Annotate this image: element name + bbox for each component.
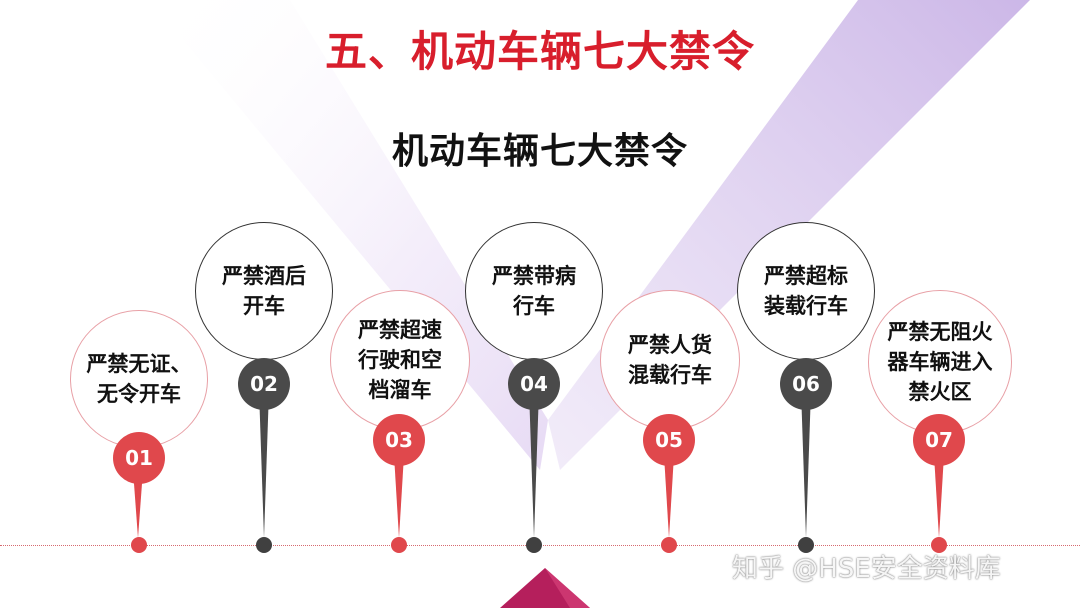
watermark: 知乎 @HSE安全资料库: [732, 554, 1001, 584]
timeline-dot-02: [256, 537, 272, 553]
prohibition-bubble-04: 严禁带病 行车: [465, 222, 603, 360]
timeline-dot-01: [131, 537, 147, 553]
prohibition-text-01: 严禁无证、 无令开车: [86, 352, 192, 406]
timeline-dot-05: [661, 537, 677, 553]
prohibition-text-02: 严禁酒后 开车: [222, 264, 306, 318]
timeline-dot-06: [798, 537, 814, 553]
prohibition-bubble-07: 严禁无阻火 器车辆进入 禁火区: [868, 290, 1012, 434]
prohibition-bubble-03: 严禁超速 行驶和空 档溜车: [330, 290, 470, 430]
pin-badge-07: 07: [913, 414, 965, 466]
pin-badge-02: 02: [238, 358, 290, 410]
pin-stem-06: [801, 390, 811, 538]
page-title: 五、机动车辆七大禁令: [324, 27, 755, 76]
pin-stem-02: [259, 390, 269, 538]
pin-badge-01: 01: [113, 432, 165, 484]
prohibition-bubble-01: 严禁无证、 无令开车: [70, 310, 208, 448]
prohibition-text-07: 严禁无阻火 器车辆进入 禁火区: [887, 320, 993, 404]
pin-stem-05: [664, 455, 674, 538]
prohibition-text-05: 严禁人货 混载行车: [628, 333, 712, 387]
pin-badge-05: 05: [643, 414, 695, 466]
pin-badge-03: 03: [373, 414, 425, 466]
pin-stem-04: [529, 390, 539, 538]
prohibition-text-03: 严禁超速 行驶和空 档溜车: [358, 318, 442, 402]
timeline-dot-04: [526, 537, 542, 553]
timeline-dot-07: [931, 537, 947, 553]
prohibition-bubble-06: 严禁超标 装载行车: [737, 222, 875, 360]
pin-badge-04: 04: [508, 358, 560, 410]
prohibition-text-06: 严禁超标 装载行车: [764, 264, 848, 318]
prohibition-bubble-02: 严禁酒后 开车: [195, 222, 333, 360]
page-subtitle: 机动车辆七大禁令: [391, 131, 688, 172]
prohibition-bubble-05: 严禁人货 混载行车: [600, 290, 740, 430]
pin-stem-03: [394, 455, 404, 538]
pin-badge-06: 06: [780, 358, 832, 410]
pin-stem-01: [133, 470, 143, 538]
prohibition-text-04: 严禁带病 行车: [492, 264, 576, 318]
pin-stem-07: [934, 455, 944, 538]
timeline-dot-03: [391, 537, 407, 553]
